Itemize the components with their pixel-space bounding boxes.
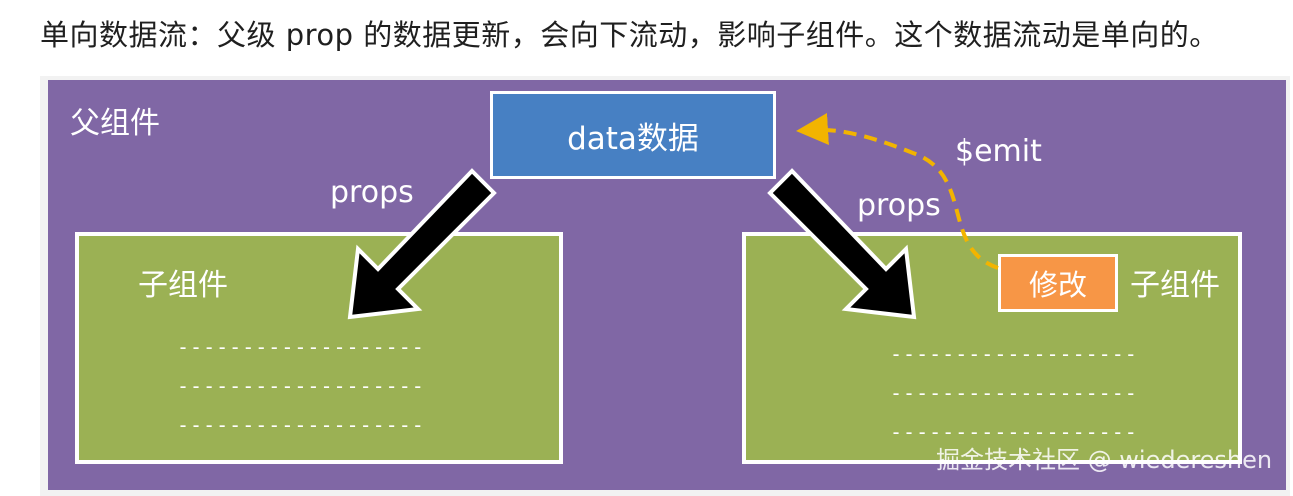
data-box-label: data数据 — [567, 120, 699, 157]
caption-text: 单向数据流：父级 prop 的数据更新，会向下流动，影响子组件。这个数据流动是单… — [40, 18, 1219, 52]
left-placeholder-line: ------------------- — [177, 335, 425, 359]
data-box: data数据 — [490, 91, 776, 179]
props-label-left: props — [330, 175, 414, 210]
arrows-overlay — [347, 113, 999, 320]
right-placeholder-line: ------------------- — [890, 342, 1138, 366]
left-placeholder-line: ------------------- — [177, 374, 425, 398]
watermark: 掘金技术社区 @ wiedereshen — [936, 446, 1273, 474]
emit-label: $emit — [955, 134, 1042, 169]
right-placeholder-line: ------------------- — [890, 420, 1138, 444]
right-placeholder-line: ------------------- — [890, 381, 1138, 405]
parent-component-label: 父组件 — [70, 106, 160, 141]
right-child-component — [742, 232, 1242, 464]
left-child-component — [75, 232, 563, 464]
thick-black-arrow-down-icon — [767, 168, 917, 320]
right-child-label: 子组件 — [1130, 268, 1220, 303]
left-child-label: 子组件 — [138, 268, 228, 303]
thick-black-arrow-down-icon — [347, 168, 497, 320]
dashed-curved-arrow-icon — [796, 113, 999, 270]
props-label-right: props — [857, 188, 941, 223]
edit-button[interactable]: 修改 — [998, 254, 1118, 312]
edit-button-label: 修改 — [1028, 268, 1087, 302]
left-placeholder-line: ------------------- — [177, 413, 425, 437]
